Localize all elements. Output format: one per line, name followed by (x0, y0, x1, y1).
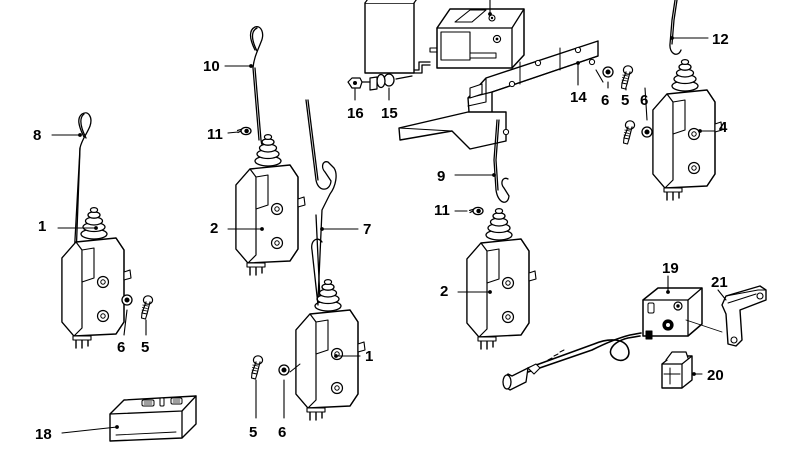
nut-16 (347, 77, 363, 89)
switch-19 (642, 287, 703, 340)
callout-1-left: 1 (38, 218, 47, 235)
callout-11-left: 11 (207, 126, 223, 143)
control-box-top (364, 0, 417, 74)
callout-16: 16 (347, 105, 364, 122)
callout-19: 19 (662, 260, 679, 277)
cable-harness (502, 332, 642, 391)
callout-5-bottom: 5 (249, 424, 258, 441)
connector-15 (361, 61, 431, 91)
callout-5-bracket: 5 (621, 92, 630, 109)
callout-9: 9 (437, 168, 446, 185)
lever-21 (721, 285, 767, 347)
callout-15: 15 (381, 105, 398, 122)
callout-1-bottom: 1 (365, 348, 374, 365)
callout-6-bottom: 6 (278, 424, 287, 441)
rod-10 (249, 26, 273, 151)
bracket-14 (398, 40, 599, 150)
actuator-4 (652, 58, 723, 201)
callout-11-right: 11 (434, 202, 450, 219)
callout-6-bracket-a: 6 (601, 92, 610, 109)
rod-7 (305, 99, 337, 301)
callout-2-right: 2 (440, 283, 449, 300)
callout-14: 14 (570, 89, 587, 106)
callout-6-bracket-b: 6 (640, 92, 649, 109)
callout-18: 18 (35, 426, 52, 443)
rod-9 (493, 119, 510, 203)
callout-6-left: 6 (117, 339, 126, 356)
callout-21: 21 (711, 274, 728, 291)
callout-5-left: 5 (141, 339, 150, 356)
callout-20: 20 (707, 367, 724, 384)
callout-2-left: 2 (210, 220, 219, 237)
clip-20 (661, 351, 693, 389)
callout-12: 12 (712, 31, 729, 48)
callout-10: 10 (203, 58, 220, 75)
switch-18 (109, 395, 197, 442)
control-module (429, 8, 525, 69)
rod-12 (669, 0, 682, 55)
callout-8: 8 (33, 127, 42, 144)
callout-4: 4 (719, 119, 728, 136)
callout-7: 7 (363, 221, 372, 238)
